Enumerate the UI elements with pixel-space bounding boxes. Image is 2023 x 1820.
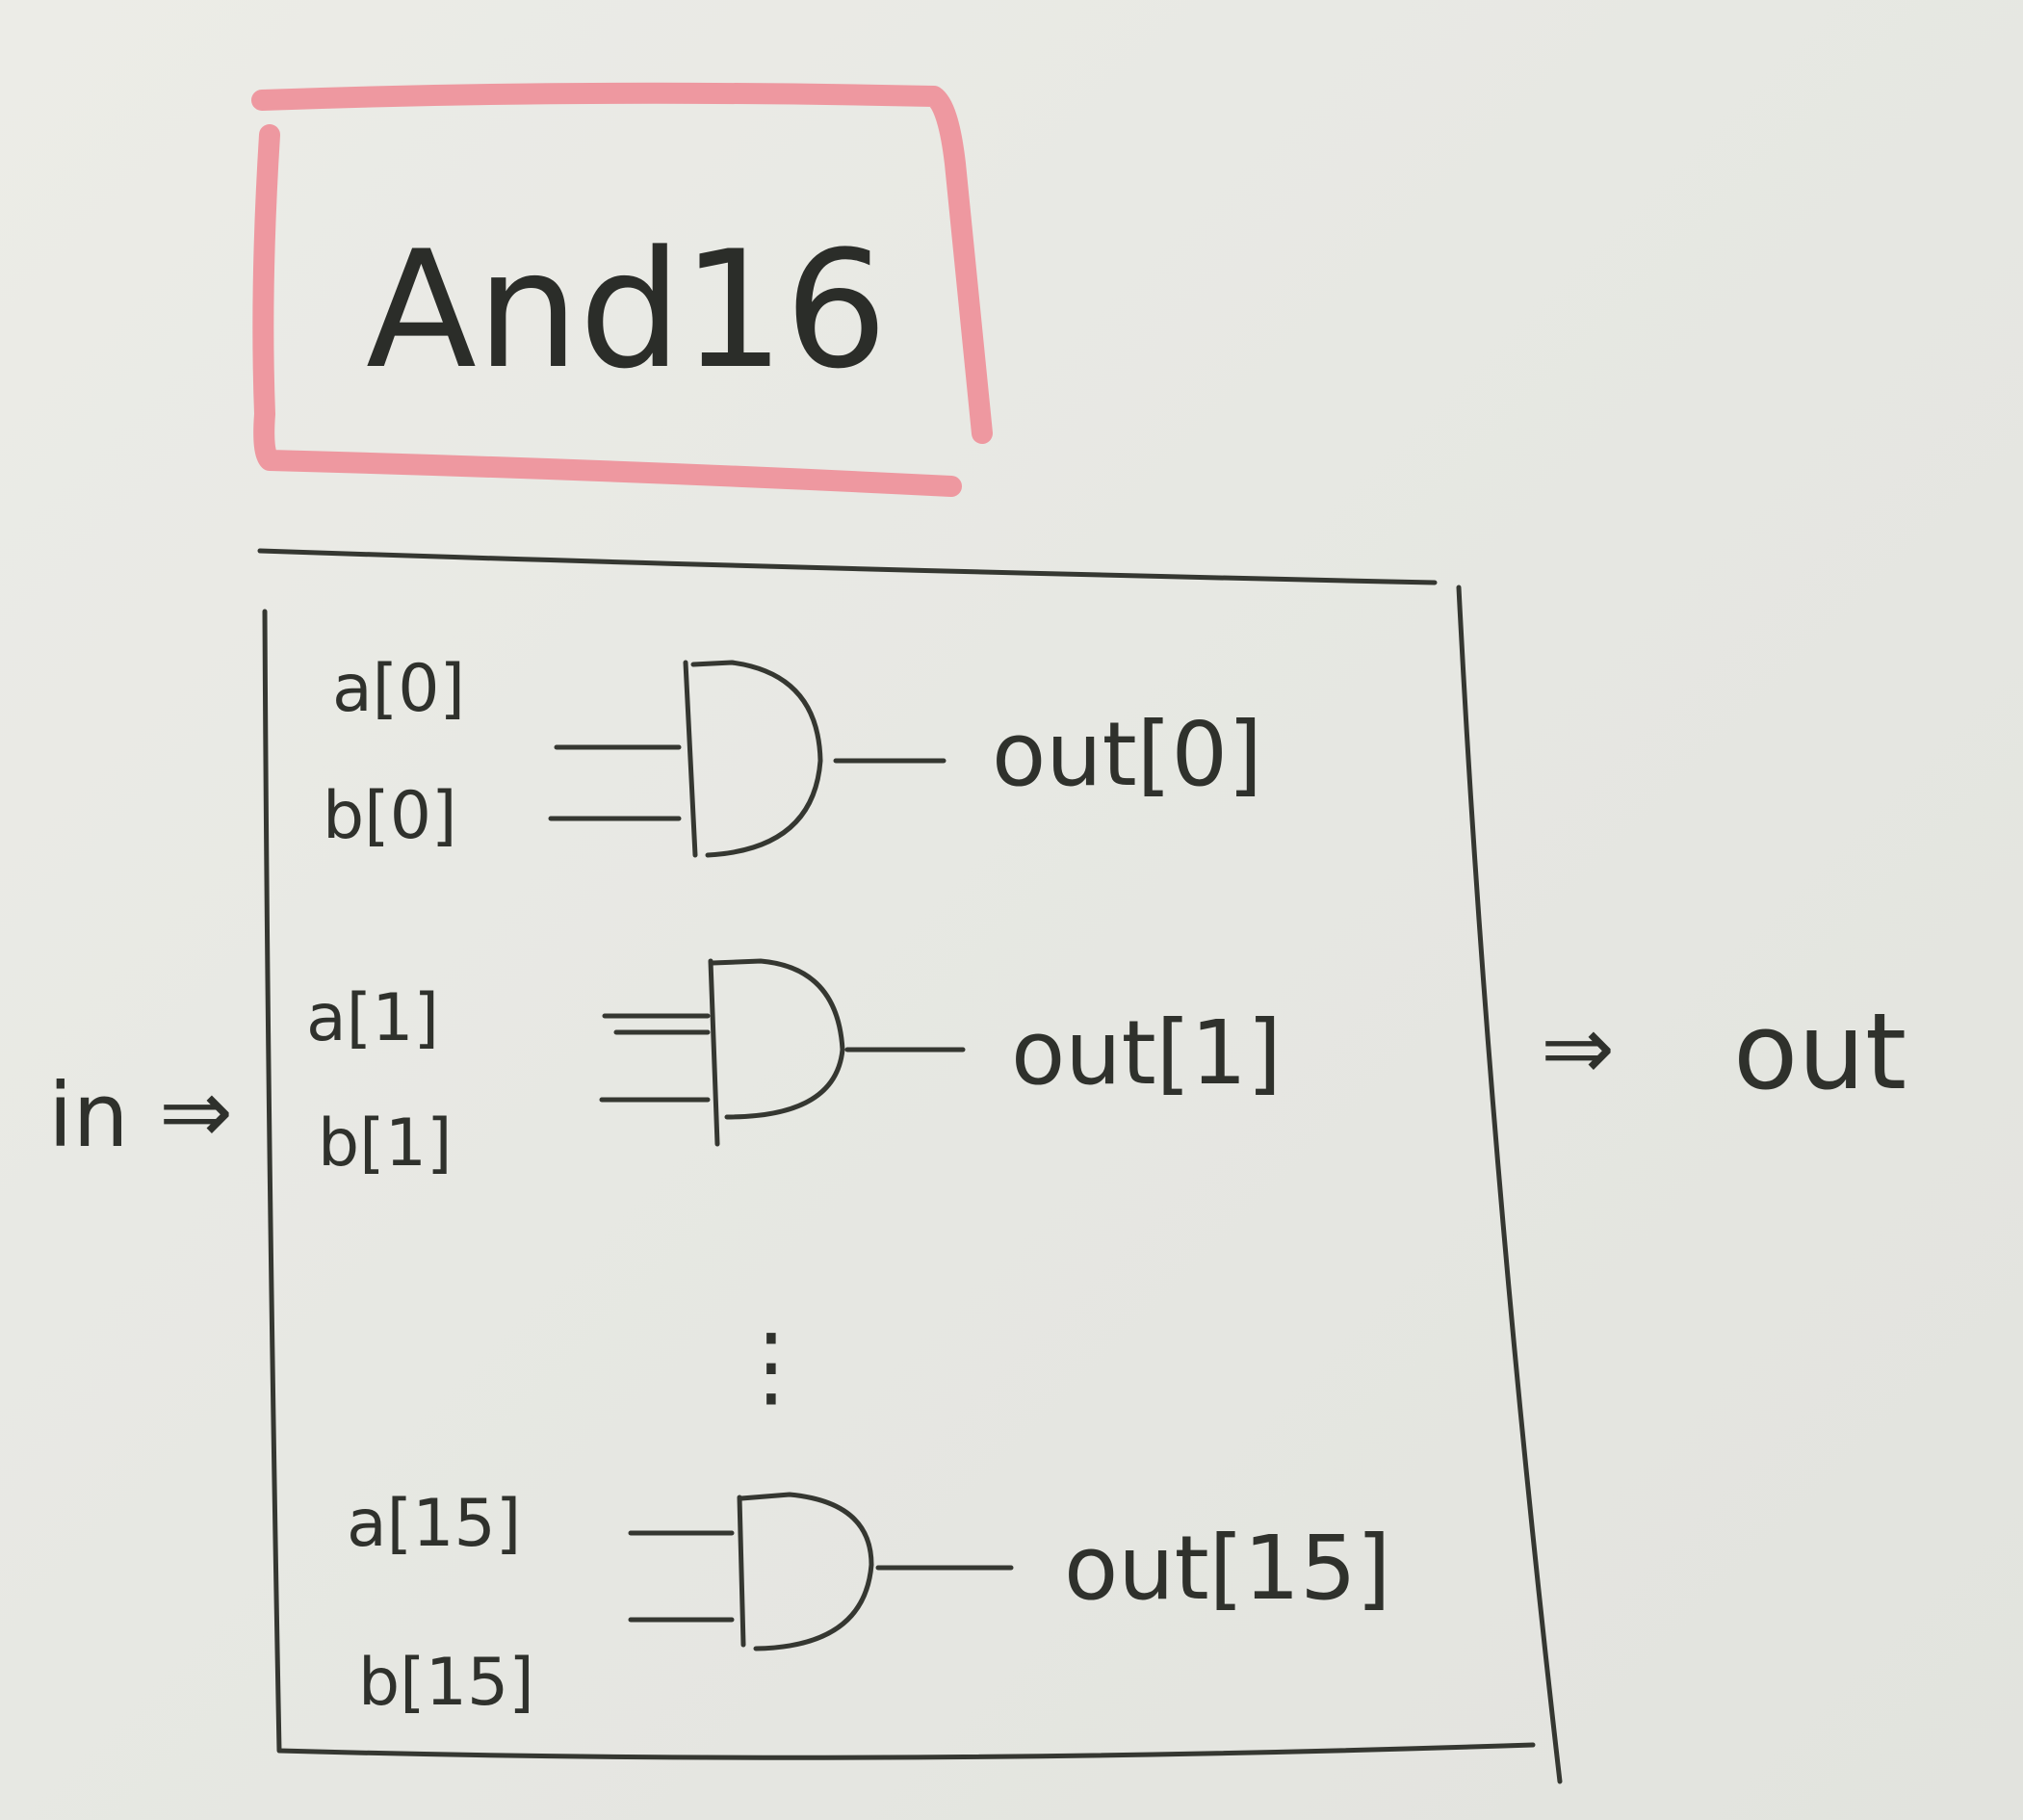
gate-row-1: a[1] b[1] out[1] xyxy=(306,958,1282,1182)
gate-0-b-label: b[0] xyxy=(323,778,457,854)
gate-1-out-label: out[1] xyxy=(1011,1001,1282,1105)
and-gate-icon xyxy=(708,958,845,1147)
chip-title: And16 xyxy=(366,216,888,404)
output-arrow-icon: ⇒ xyxy=(1541,997,1615,1100)
gate-0-out-label: out[0] xyxy=(992,703,1262,806)
gate-row-15: a[15] b[15] out[15] xyxy=(347,1486,1391,1721)
chip-box xyxy=(257,548,1563,1784)
ellipsis: ⋮ xyxy=(727,1314,816,1417)
gate-1-b-label: b[1] xyxy=(318,1105,453,1182)
gate-1-a-label: a[1] xyxy=(306,980,439,1056)
gate-0-a-label: a[0] xyxy=(332,651,465,727)
gate-row-0: a[0] b[0] out[0] xyxy=(323,651,1262,858)
title-box xyxy=(251,82,993,497)
gate-1-a-wire xyxy=(602,1013,711,1035)
and-gate-icon xyxy=(737,1492,874,1651)
gate-15-b-label: b[15] xyxy=(358,1645,534,1721)
gate-15-out-label: out[15] xyxy=(1064,1517,1391,1620)
input-arrow-icon: ⇒ xyxy=(159,1060,233,1163)
and-gate-icon xyxy=(683,660,823,858)
output-label: out xyxy=(1733,990,1906,1113)
input-label: in xyxy=(48,1064,129,1167)
gate-15-a-label: a[15] xyxy=(347,1486,521,1562)
